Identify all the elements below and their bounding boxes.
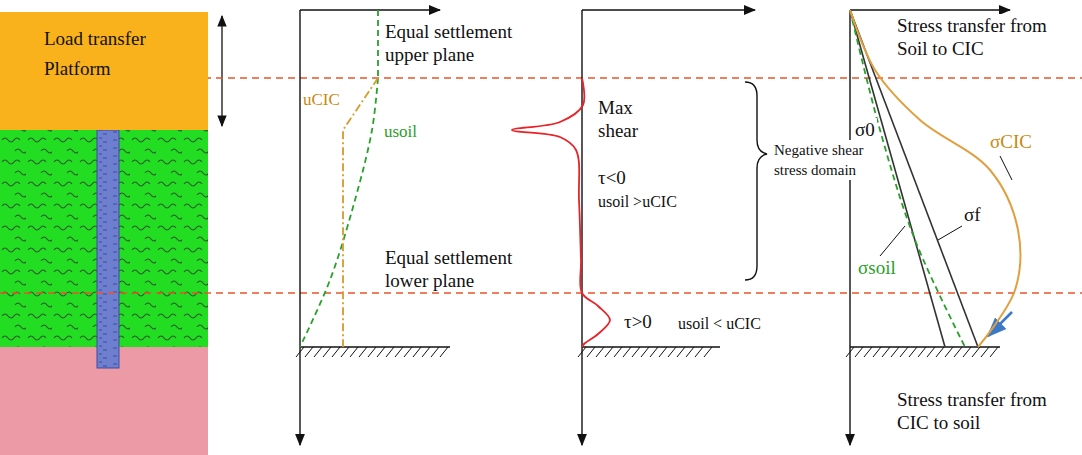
- hatch-stroke: [605, 347, 613, 357]
- lower-plane-line: [0, 292, 1082, 294]
- annotation-label: Max shear: [596, 96, 662, 142]
- hatch-stroke: [377, 347, 385, 357]
- hatch-stroke: [386, 347, 394, 357]
- leader-line: [880, 226, 905, 256]
- hatch-stroke: [891, 347, 899, 357]
- hatch-stroke: [900, 347, 908, 357]
- axis: [300, 9, 440, 10]
- annotation-label: Negative shear stress domain: [772, 140, 874, 180]
- hatch-stroke: [578, 347, 586, 357]
- hatch-stroke: [632, 347, 640, 357]
- axis: [299, 10, 300, 445]
- cic-settlement-curve: [343, 78, 378, 347]
- ground-hatch: [296, 347, 998, 357]
- hatch-stroke: [431, 347, 439, 357]
- annotation-label: τ<0: [596, 166, 628, 189]
- soil-settlement-curve: [300, 78, 378, 347]
- annotation-label: σsoil: [856, 256, 898, 279]
- hatch-stroke: [368, 347, 376, 357]
- hatch-stroke: [323, 347, 331, 357]
- hatch-stroke: [341, 347, 349, 357]
- leader-line: [1000, 156, 1012, 180]
- axis: [849, 10, 850, 445]
- annotation-label: Equal settlement lower plane: [383, 246, 537, 292]
- hatch-stroke: [927, 347, 935, 357]
- hatch-stroke: [846, 347, 854, 357]
- hatch-stroke: [981, 347, 989, 357]
- hatch-stroke: [296, 347, 304, 357]
- soil-settlement-curve: [377, 10, 379, 78]
- hatch-stroke: [945, 347, 953, 357]
- annotation-label: σCIC: [988, 130, 1034, 153]
- hatch-stroke: [873, 347, 881, 357]
- hatch-stroke: [614, 347, 622, 357]
- ground-line: [582, 346, 720, 347]
- hatch-stroke: [587, 347, 595, 357]
- hatch-stroke: [422, 347, 430, 357]
- annotation-label: τ>0: [622, 310, 654, 333]
- axis: [582, 9, 755, 10]
- leader-line: [938, 226, 962, 240]
- hatch-stroke: [623, 347, 631, 357]
- hatch-stroke: [882, 347, 890, 357]
- band-label: Load transfer Platform: [44, 24, 198, 84]
- hatch-stroke: [972, 347, 980, 357]
- hatch-stroke: [864, 347, 872, 357]
- annotation-label: Stress transfer from CIC to soil: [895, 388, 1051, 434]
- hatch-stroke: [314, 347, 322, 357]
- annotation-label: σ0: [853, 118, 877, 141]
- hatch-stroke: [332, 347, 340, 357]
- annotation-label: σf: [962, 203, 983, 226]
- hatch-stroke: [413, 347, 421, 357]
- hatch-stroke: [909, 347, 917, 357]
- platform-band: Load transfer Platform: [0, 12, 208, 130]
- platform-dimension: [221, 16, 222, 126]
- hatch-stroke: [704, 347, 712, 357]
- annotation-label: usoil >uCIC: [596, 190, 679, 213]
- brace: [745, 82, 767, 280]
- hatch-stroke: [686, 347, 694, 357]
- hatch-stroke: [350, 347, 358, 357]
- hatch-stroke: [641, 347, 649, 357]
- annotation-label: Stress transfer from Soil to CIC: [895, 14, 1051, 60]
- hatch-stroke: [659, 347, 667, 357]
- annotation-label: usoil: [382, 120, 419, 143]
- hatch-stroke: [963, 347, 971, 357]
- hatch-stroke: [918, 347, 926, 357]
- hatch-stroke: [650, 347, 658, 357]
- transfer-arrow: [988, 312, 1012, 336]
- hatch-stroke: [359, 347, 367, 357]
- hatch-stroke: [990, 347, 998, 357]
- hatch-stroke: [404, 347, 412, 357]
- hatch-stroke: [305, 347, 313, 357]
- annotation-label: uCIC: [301, 88, 342, 111]
- annotation-label: Equal settlement upper plane: [383, 20, 537, 66]
- cic-pile: [97, 130, 119, 368]
- annotation-label: usoil < uCIC: [676, 312, 763, 335]
- hatch-stroke: [440, 347, 448, 357]
- hatch-stroke: [668, 347, 676, 357]
- hatch-stroke: [395, 347, 403, 357]
- sigma-cic-curve: [850, 10, 1020, 347]
- hatch-stroke: [954, 347, 962, 357]
- hatch-stroke: [695, 347, 703, 357]
- hatch-stroke: [677, 347, 685, 357]
- hatch-stroke: [855, 347, 863, 357]
- hatch-stroke: [596, 347, 604, 357]
- axis: [581, 10, 582, 445]
- hatch-stroke: [936, 347, 944, 357]
- axis: [850, 9, 1010, 10]
